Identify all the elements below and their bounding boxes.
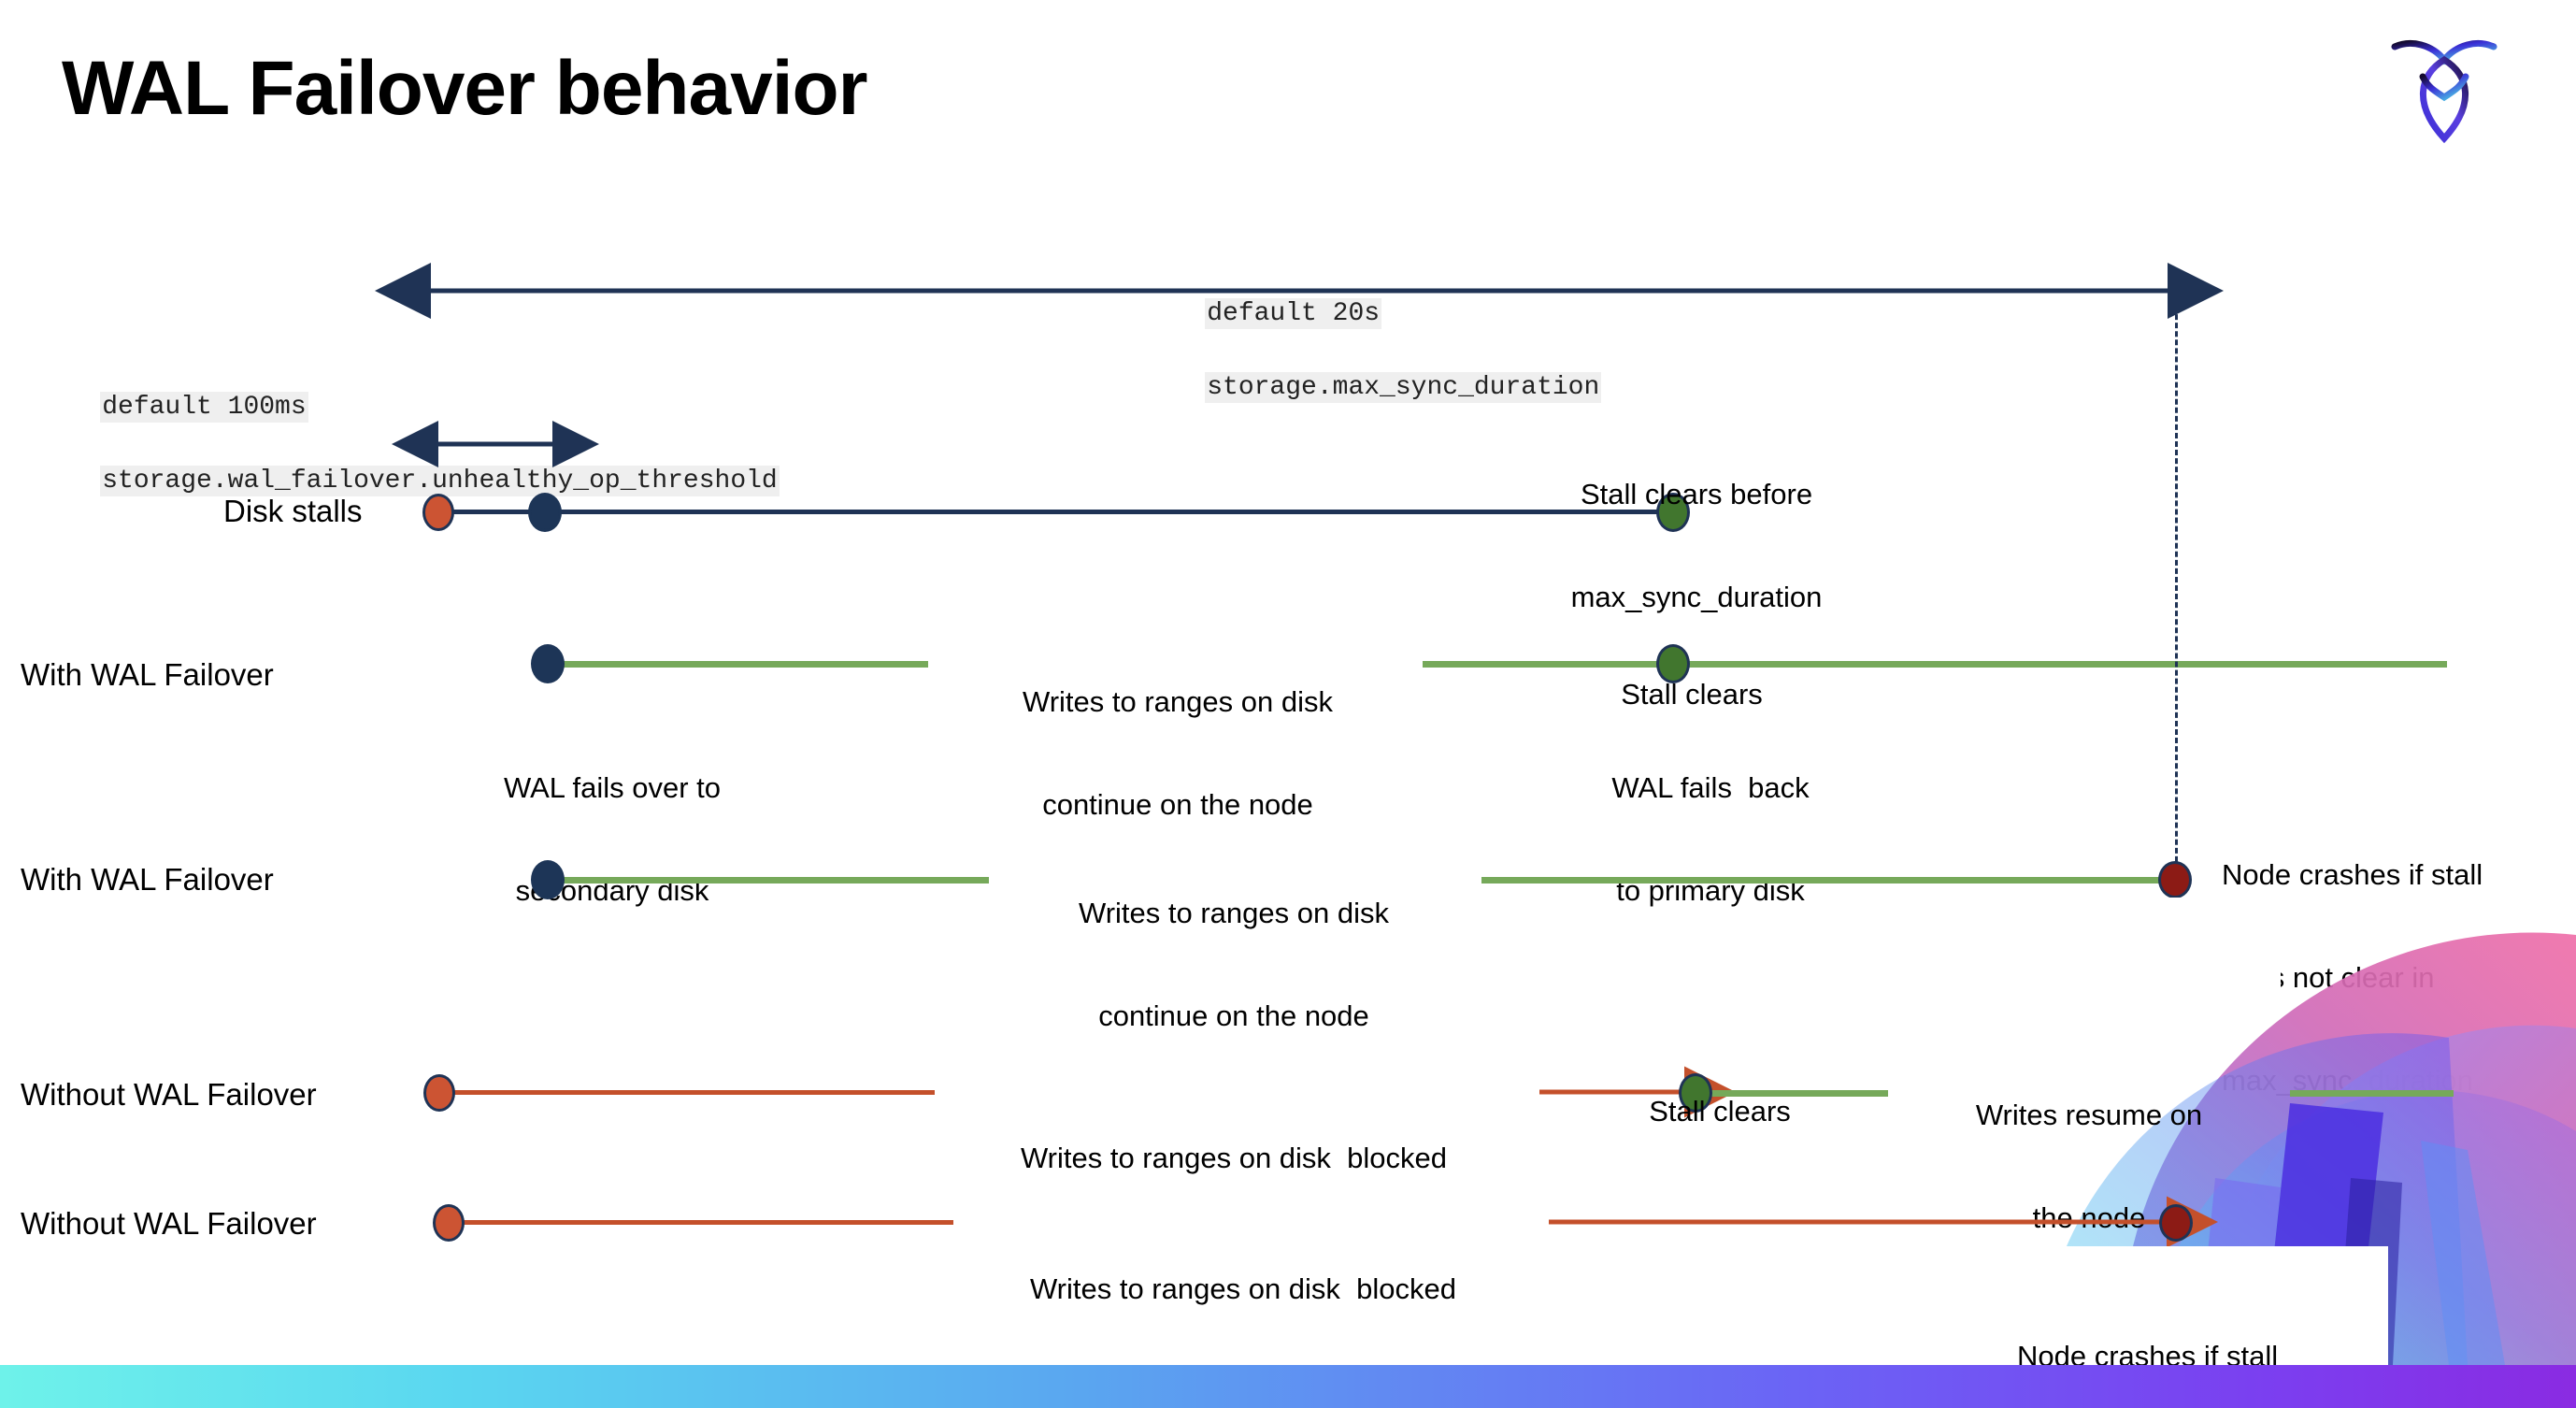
with-wal-failover-1-clear-dot	[1656, 644, 1690, 683]
note-line-1: Writes to ranges on disk blocked	[1029, 1272, 1457, 1306]
note-line-2: max_sync_duration	[1570, 580, 1823, 613]
note-line-2: continue on the node	[1098, 999, 1369, 1032]
page-title: WAL Failover behavior	[62, 46, 868, 131]
note-wal-fails-back: WAL fails back to primary disk	[1533, 703, 1888, 977]
without-wal-failover-1-blocked-arrow	[1538, 1066, 1736, 1118]
without-wal-failover-2-start-dot	[433, 1204, 465, 1242]
with-wal-failover-2-failover-dot	[531, 860, 565, 899]
note-line-1: Stall clears	[1649, 1095, 1791, 1128]
note-stall-clears-1: Stall clears	[1533, 610, 1851, 781]
with-wal-failover-1-timeline-left	[550, 661, 928, 668]
without-wal-failover-1-start-dot	[423, 1074, 455, 1112]
with-wal-failover-1-failover-dot	[531, 644, 565, 683]
note-line-2: continue on the node	[1042, 787, 1313, 821]
bottom-gradient-bar	[0, 1365, 2576, 1408]
note-stall-clears-2: Stall clears	[1570, 1027, 1869, 1198]
disk-stalls-timeline	[437, 510, 1681, 514]
without-wal-failover-1-clear-dot	[1679, 1073, 1712, 1113]
with-wal-failover-2-timeline-right	[1481, 877, 2173, 884]
without-wal-failover-1-timeline-left	[449, 1090, 935, 1095]
disk-stalls-start-dot	[422, 494, 454, 531]
note-line-1: Stall clears before	[1580, 478, 1813, 511]
note-line-1: Stall clears	[1621, 678, 1763, 711]
without-wal-failover-2-timeline-left	[458, 1220, 953, 1225]
with-wal-failover-2-crash-dot	[2158, 861, 2192, 898]
row-label-disk-stalls: Disk stalls	[223, 494, 363, 528]
note-line-1: Writes to ranges on disk	[1079, 897, 1389, 930]
note-line-2: the node	[2032, 1200, 2146, 1234]
row-label-with-wal-failover-2: With WAL Failover	[21, 862, 274, 897]
unhealthy-op-threshold-setting: storage.wal_failover.unhealthy_op_thresh…	[100, 466, 780, 497]
max-sync-duration-span-arrow	[375, 263, 2224, 319]
max-sync-duration-default: default 20s	[1205, 297, 1382, 329]
row-label-without-wal-failover-1: Without WAL Failover	[21, 1077, 317, 1112]
without-wal-failover-1-resume-line	[1709, 1090, 1888, 1097]
without-wal-failover-1-resume-line-tail	[2290, 1090, 2454, 1097]
without-wal-failover-2-crash-dot	[2159, 1204, 2193, 1242]
with-wal-failover-1-timeline-right	[1423, 661, 2447, 668]
cockroachdb-logo-icon	[2385, 26, 2503, 157]
with-wal-failover-2-timeline-left	[550, 877, 989, 884]
max-sync-duration-setting: storage.max_sync_duration	[1205, 372, 1602, 404]
note-writes-blocked-2: Writes to ranges on disk blocked	[953, 1204, 1533, 1375]
note-line-1: Writes to ranges on disk	[1023, 685, 1333, 719]
note-line-1: Writes to ranges on disk blocked	[1020, 1142, 1448, 1175]
unhealthy-op-threshold-annotation: default 100ms storage.wal_failover.unhea…	[37, 352, 780, 538]
note-writes-resume: Writes resume on the node	[1925, 1030, 2253, 1304]
note-line-1: Node crashes if stall	[2222, 858, 2483, 892]
unhealthy-op-threshold-default: default 100ms	[100, 391, 308, 423]
max-sync-duration-boundary-dashed-line	[2175, 297, 2178, 879]
note-writes-continue-1: Writes to ranges on disk continue on the…	[935, 617, 1421, 891]
note-writes-blocked-1: Writes to ranges on disk blocked	[944, 1073, 1524, 1244]
disk-stalls-clear-dot	[1656, 493, 1690, 532]
row-label-with-wal-failover-1: With WAL Failover	[21, 657, 274, 692]
unhealthy-op-threshold-span-arrow	[392, 421, 599, 467]
note-stall-clears-before-max-sync: Stall clears before max_sync_duration	[1524, 409, 1869, 683]
without-wal-failover-2-blocked-arrow	[1547, 1196, 2218, 1248]
note-line-1: Writes resume on	[1975, 1099, 2203, 1132]
note-wal-fails-over: WAL fails over to secondary disk	[421, 703, 804, 977]
max-sync-duration-annotation: default 20s storage.max_sync_duration	[1142, 258, 1602, 444]
artwork-mask-upper	[1963, 898, 2281, 1014]
row-label-without-wal-failover-2: Without WAL Failover	[21, 1206, 317, 1241]
disk-stalls-detect-dot	[528, 493, 562, 532]
note-line-1: WAL fails over to	[503, 771, 721, 805]
note-writes-continue-2: Writes to ranges on disk continue on the…	[991, 828, 1477, 1102]
note-line-1: WAL fails back	[1611, 771, 1810, 805]
